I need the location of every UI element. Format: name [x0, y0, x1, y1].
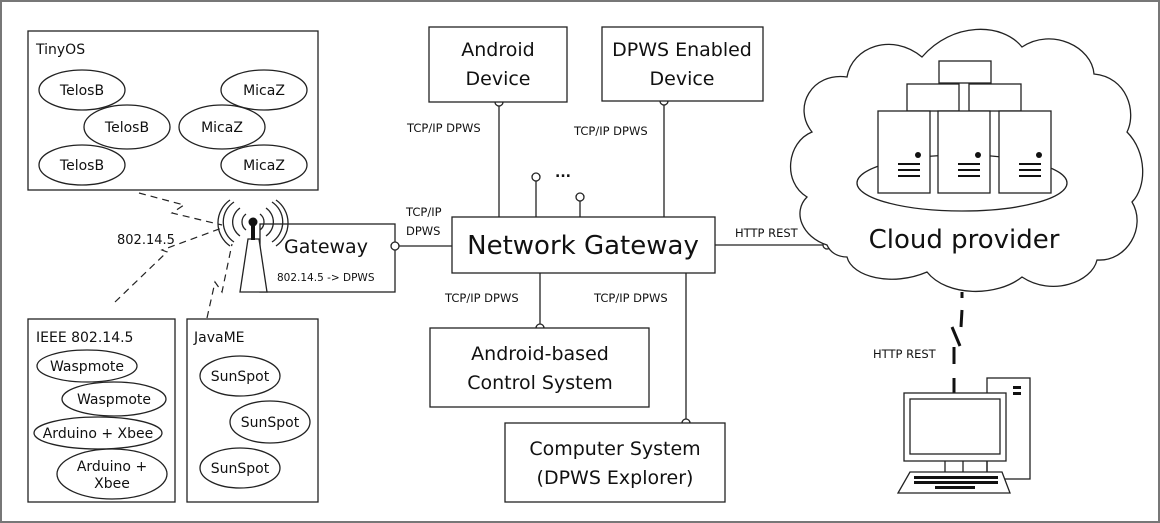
link-label-gateway-1: TCP/IP — [405, 205, 442, 219]
device-label: Android — [461, 39, 534, 61]
gateway-subtitle: 802.14.5 -> DPWS — [277, 272, 375, 284]
device-label: Computer System — [529, 438, 700, 460]
gateway-title: Gateway — [284, 236, 368, 258]
link-label-computer: TCP/IP DPWS — [593, 291, 668, 305]
ieee-title: IEEE 802.14.5 — [36, 330, 133, 346]
device-label: (DPWS Explorer) — [537, 467, 694, 489]
connector-lines — [395, 105, 823, 419]
javame-title: JavaME — [193, 330, 245, 346]
wireless-label: 802.14.5 — [117, 233, 175, 248]
cloud-icon: Cloud provider — [790, 28, 1144, 293]
node-label: MicaZ — [201, 120, 243, 136]
device-label: Android-based — [471, 343, 609, 365]
node-label: TelosB — [59, 83, 104, 99]
link-label-dpws: TCP/IP DPWS — [573, 124, 648, 138]
node-label: Waspmote — [50, 359, 124, 375]
cloud-title: Cloud provider — [869, 225, 1060, 255]
node-label: Arduino + Xbee — [43, 426, 154, 442]
node-label: Waspmote — [77, 392, 151, 408]
node-label: TelosB — [59, 158, 104, 174]
link-label-client: HTTP REST — [873, 347, 937, 361]
more-ports-ellipsis: ... — [555, 165, 571, 181]
link-label-cloud: HTTP REST — [735, 226, 799, 240]
client-link — [950, 292, 964, 394]
wireless-links — [114, 192, 233, 319]
device-label: DPWS Enabled — [612, 39, 752, 61]
device-label: Device — [650, 68, 715, 90]
gateway-box: Gateway 802.14.5 -> DPWS — [259, 223, 396, 293]
dpws-device-box: DPWS Enabled Device — [601, 26, 764, 102]
tinyos-group: TinyOS TelosB TelosB TelosB MicaZ MicaZ … — [27, 30, 319, 191]
control-system-box: Android-based Control System — [429, 327, 650, 408]
node-label: SunSpot — [241, 415, 300, 431]
link-label-control: TCP/IP DPWS — [444, 291, 519, 305]
device-label: Control System — [467, 372, 613, 394]
device-label: Device — [466, 68, 531, 90]
tinyos-title: TinyOS — [35, 42, 85, 58]
network-gateway-title: Network Gateway — [467, 231, 699, 261]
network-gateway-box: Network Gateway — [451, 216, 716, 274]
ieee-group: IEEE 802.14.5 Waspmote Waspmote Arduino … — [27, 318, 176, 503]
desktop-computer-icon — [896, 377, 1031, 494]
javame-group: JavaME SunSpot SunSpot SunSpot — [186, 318, 319, 503]
node-label: Arduino +Xbee — [77, 459, 147, 492]
node-label: MicaZ — [243, 83, 285, 99]
link-label-android: TCP/IP DPWS — [406, 121, 481, 135]
node-label: MicaZ — [243, 158, 285, 174]
computer-system-box: Computer System (DPWS Explorer) — [504, 422, 726, 503]
node-label: SunSpot — [211, 369, 270, 385]
android-device-box: Android Device — [428, 26, 568, 103]
node-label: TelosB — [104, 120, 149, 136]
node-label: SunSpot — [211, 461, 270, 477]
antenna-icon — [217, 199, 289, 293]
link-label-gateway-2: DPWS — [406, 224, 440, 238]
